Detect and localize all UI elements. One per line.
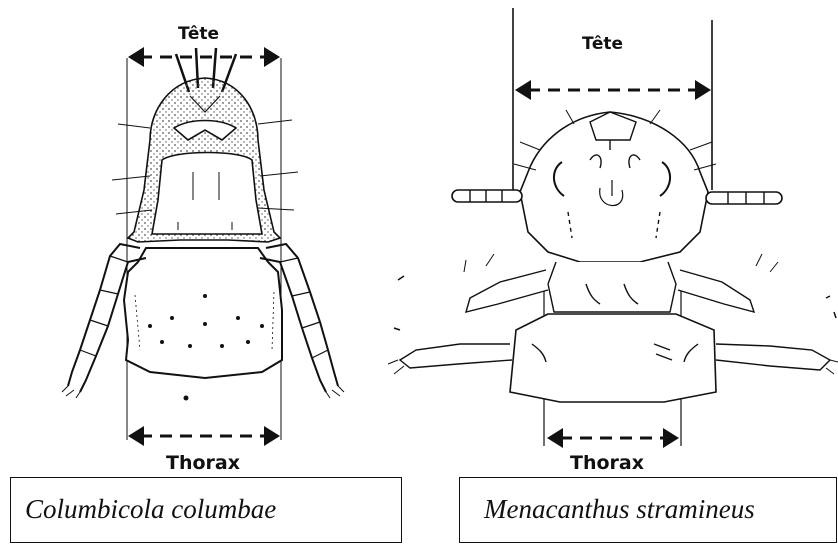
left-thorax-measure-arrow	[128, 426, 280, 446]
right-head-outline	[520, 112, 708, 262]
left-thorax-label: Thorax	[166, 452, 240, 474]
right-antenna-right	[706, 192, 782, 204]
right-antenna-left	[452, 190, 522, 202]
left-head-measure-arrow	[128, 47, 280, 67]
menacanthus-illustration	[388, 8, 838, 446]
left-head-label: Tête	[178, 24, 219, 44]
right-caption-box: Menacanthus stramineus	[459, 477, 837, 543]
right-thorax-measure-arrow	[547, 428, 679, 448]
right-head-label: Tête	[582, 34, 623, 54]
right-head-measure-arrow	[515, 80, 711, 100]
left-species-name: Columbicola columbae	[25, 494, 276, 525]
left-caption-box: Columbicola columbae	[10, 477, 402, 543]
right-thorax-label: Thorax	[570, 452, 644, 474]
right-species-name: Menacanthus stramineus	[484, 494, 755, 525]
left-thorax-outline	[124, 248, 282, 378]
columbicola-illustration	[62, 48, 344, 440]
